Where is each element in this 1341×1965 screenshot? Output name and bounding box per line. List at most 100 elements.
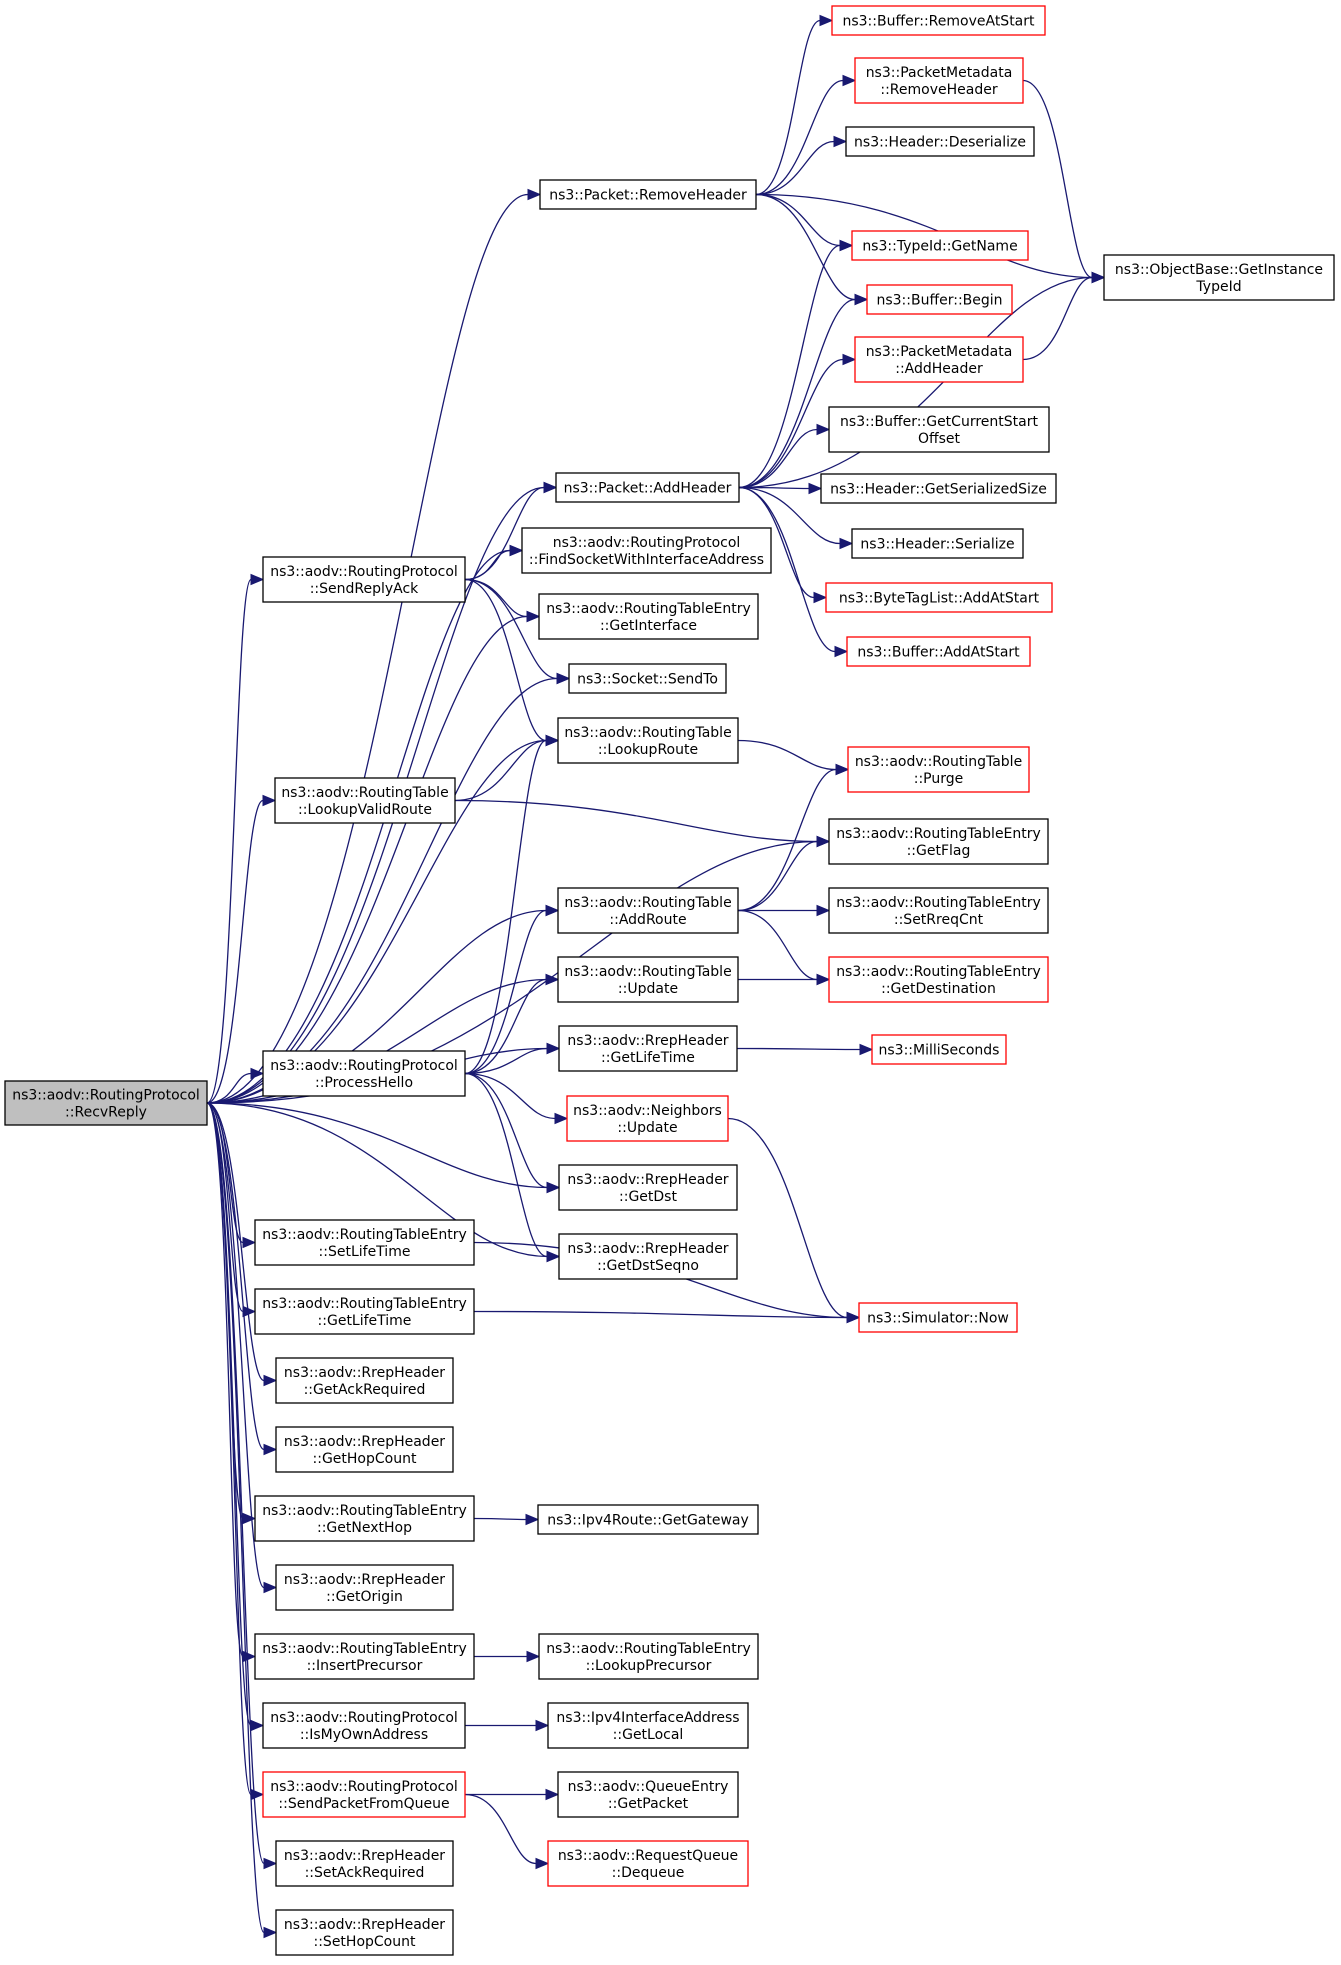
node-hdrSerialize[interactable]: ns3::Header::Serialize	[851, 528, 1024, 559]
node-box[interactable]	[254, 1633, 475, 1680]
node-box[interactable]	[558, 1164, 738, 1211]
node-box[interactable]	[831, 5, 1046, 36]
node-box[interactable]	[557, 1771, 739, 1818]
node-box[interactable]	[557, 717, 739, 764]
node-rtAddRoute[interactable]: ns3::aodv::RoutingTable::AddRoute	[557, 887, 739, 934]
node-hdrDeserialize[interactable]: ns3::Header::Deserialize	[845, 126, 1035, 157]
node-findSocket[interactable]: ns3::aodv::RoutingProtocol::FindSocketWi…	[521, 527, 772, 574]
node-pmAddHeader[interactable]: ns3::PacketMetadata::AddHeader	[854, 336, 1024, 383]
node-box[interactable]	[275, 1909, 454, 1956]
node-pktAddHeader[interactable]: ns3::Packet::AddHeader	[555, 472, 740, 503]
node-box[interactable]	[866, 284, 1013, 315]
node-box[interactable]	[254, 1288, 475, 1335]
node-box[interactable]	[547, 1702, 749, 1749]
node-ipv4IfaceGetLocal[interactable]: ns3::Ipv4InterfaceAddress::GetLocal	[547, 1702, 749, 1749]
node-box[interactable]	[262, 1771, 466, 1818]
node-typeIdGetName[interactable]: ns3::TypeId::GetName	[851, 230, 1029, 261]
node-rmAtStart[interactable]: ns3::Buffer::RemoveAtStart	[831, 5, 1046, 36]
node-box[interactable]	[547, 1840, 749, 1887]
node-rrepSetAckRequired[interactable]: ns3::aodv::RrepHeader::SetAckRequired	[275, 1840, 454, 1887]
node-box[interactable]	[275, 1840, 454, 1887]
node-box[interactable]	[262, 1702, 466, 1749]
node-box[interactable]	[854, 57, 1024, 104]
node-box[interactable]	[521, 527, 772, 574]
node-rrepSetHopCount[interactable]: ns3::aodv::RrepHeader::SetHopCount	[275, 1909, 454, 1956]
node-box[interactable]	[854, 336, 1024, 383]
node-box[interactable]	[851, 230, 1029, 261]
node-box[interactable]	[828, 956, 1049, 1003]
node-box[interactable]	[558, 1025, 738, 1072]
node-rtUpdate[interactable]: ns3::aodv::RoutingTable::Update	[557, 956, 739, 1003]
node-box[interactable]	[538, 593, 759, 640]
node-box[interactable]	[825, 582, 1053, 613]
node-box[interactable]	[820, 473, 1057, 504]
node-pmRemoveHeader[interactable]: ns3::PacketMetadata::RemoveHeader	[854, 57, 1024, 104]
node-hdrGetSerializedSize[interactable]: ns3::Header::GetSerializedSize	[820, 473, 1057, 504]
node-sendPacketFromQueue[interactable]: ns3::aodv::RoutingProtocol::SendPacketFr…	[262, 1771, 466, 1818]
node-box[interactable]	[845, 126, 1035, 157]
node-box[interactable]	[851, 528, 1024, 559]
node-box[interactable]	[828, 887, 1049, 934]
node-box[interactable]	[846, 636, 1031, 667]
node-box[interactable]	[568, 663, 727, 694]
node-rteGetNextHop[interactable]: ns3::aodv::RoutingTableEntry::GetNextHop	[254, 1495, 475, 1542]
node-rtLookupValidRoute[interactable]: ns3::aodv::RoutingTable::LookupValidRout…	[274, 777, 456, 824]
node-box[interactable]	[537, 1504, 759, 1535]
node-box[interactable]	[254, 1495, 475, 1542]
node-box[interactable]	[871, 1034, 1007, 1065]
node-simulatorNow[interactable]: ns3::Simulator::Now	[858, 1302, 1018, 1333]
node-rteLookupPrecursor[interactable]: ns3::aodv::RoutingTableEntry::LookupPrec…	[538, 1633, 759, 1680]
node-box[interactable]	[254, 1219, 475, 1266]
node-requestQueueDequeue[interactable]: ns3::aodv::RequestQueue::Dequeue	[547, 1840, 749, 1887]
node-rrepGetAckRequired[interactable]: ns3::aodv::RrepHeader::GetAckRequired	[275, 1357, 454, 1404]
node-box[interactable]	[538, 1633, 759, 1680]
node-box[interactable]	[1103, 254, 1335, 301]
node-box[interactable]	[275, 1564, 454, 1611]
node-rteGetDestination[interactable]: ns3::aodv::RoutingTableEntry::GetDestina…	[828, 956, 1049, 1003]
node-rteGetFlag[interactable]: ns3::aodv::RoutingTableEntry::GetFlag	[828, 818, 1049, 865]
node-socketSendTo[interactable]: ns3::Socket::SendTo	[568, 663, 727, 694]
node-neighborsUpdate[interactable]: ns3::aodv::Neighbors::Update	[566, 1095, 729, 1142]
node-box[interactable]	[262, 1050, 466, 1097]
node-box[interactable]	[274, 777, 456, 824]
node-box[interactable]	[828, 406, 1050, 453]
node-rteInsertPrecursor[interactable]: ns3::aodv::RoutingTableEntry::InsertPrec…	[254, 1633, 475, 1680]
node-rrepGetLifeTime[interactable]: ns3::aodv::RrepHeader::GetLifeTime	[558, 1025, 738, 1072]
node-rrepGetDst[interactable]: ns3::aodv::RrepHeader::GetDst	[558, 1164, 738, 1211]
node-isMyOwnAddress[interactable]: ns3::aodv::RoutingProtocol::IsMyOwnAddre…	[262, 1702, 466, 1749]
node-ipv4RouteGetGateway[interactable]: ns3::Ipv4Route::GetGateway	[537, 1504, 759, 1535]
node-box[interactable]	[828, 818, 1049, 865]
node-rrepGetOrigin[interactable]: ns3::aodv::RrepHeader::GetOrigin	[275, 1564, 454, 1611]
node-box[interactable]	[558, 1233, 738, 1280]
node-root[interactable]: ns3::aodv::RoutingProtocol::RecvReply	[4, 1080, 208, 1126]
node-processHello[interactable]: ns3::aodv::RoutingProtocol::ProcessHello	[262, 1050, 466, 1097]
node-rrepGetDstSeqno[interactable]: ns3::aodv::RrepHeader::GetDstSeqno	[558, 1233, 738, 1280]
node-queueEntryGetPacket[interactable]: ns3::aodv::QueueEntry::GetPacket	[557, 1771, 739, 1818]
node-byteTagAddAtStart[interactable]: ns3::ByteTagList::AddAtStart	[825, 582, 1053, 613]
node-pktRemoveHeader[interactable]: ns3::Packet::RemoveHeader	[539, 179, 757, 210]
node-rteGetInterface[interactable]: ns3::aodv::RoutingTableEntry::GetInterfa…	[538, 593, 759, 640]
node-rteSetLifeTime[interactable]: ns3::aodv::RoutingTableEntry::SetLifeTim…	[254, 1219, 475, 1266]
node-box[interactable]	[557, 887, 739, 934]
node-box[interactable]	[566, 1095, 729, 1142]
node-box[interactable]	[275, 1357, 454, 1404]
node-box[interactable]	[858, 1302, 1018, 1333]
node-bufAddAtStart[interactable]: ns3::Buffer::AddAtStart	[846, 636, 1031, 667]
node-box[interactable]	[847, 746, 1030, 793]
node-box[interactable]	[557, 956, 739, 1003]
node-box[interactable]	[539, 179, 757, 210]
node-rtPurge[interactable]: ns3::aodv::RoutingTable::Purge	[847, 746, 1030, 793]
node-rteGetLifeTime[interactable]: ns3::aodv::RoutingTableEntry::GetLifeTim…	[254, 1288, 475, 1335]
node-box[interactable]	[262, 556, 466, 603]
node-box[interactable]	[275, 1426, 454, 1473]
node-box[interactable]	[4, 1080, 208, 1126]
node-rtLookupRoute[interactable]: ns3::aodv::RoutingTable::LookupRoute	[557, 717, 739, 764]
node-bufBegin[interactable]: ns3::Buffer::Begin	[866, 284, 1013, 315]
node-rrepGetHopCount[interactable]: ns3::aodv::RrepHeader::GetHopCount	[275, 1426, 454, 1473]
node-box[interactable]	[555, 472, 740, 503]
node-milliSeconds[interactable]: ns3::MilliSeconds	[871, 1034, 1007, 1065]
node-sendReplyAck[interactable]: ns3::aodv::RoutingProtocol::SendReplyAck	[262, 556, 466, 603]
node-rteSetRreqCnt[interactable]: ns3::aodv::RoutingTableEntry::SetRreqCnt	[828, 887, 1049, 934]
